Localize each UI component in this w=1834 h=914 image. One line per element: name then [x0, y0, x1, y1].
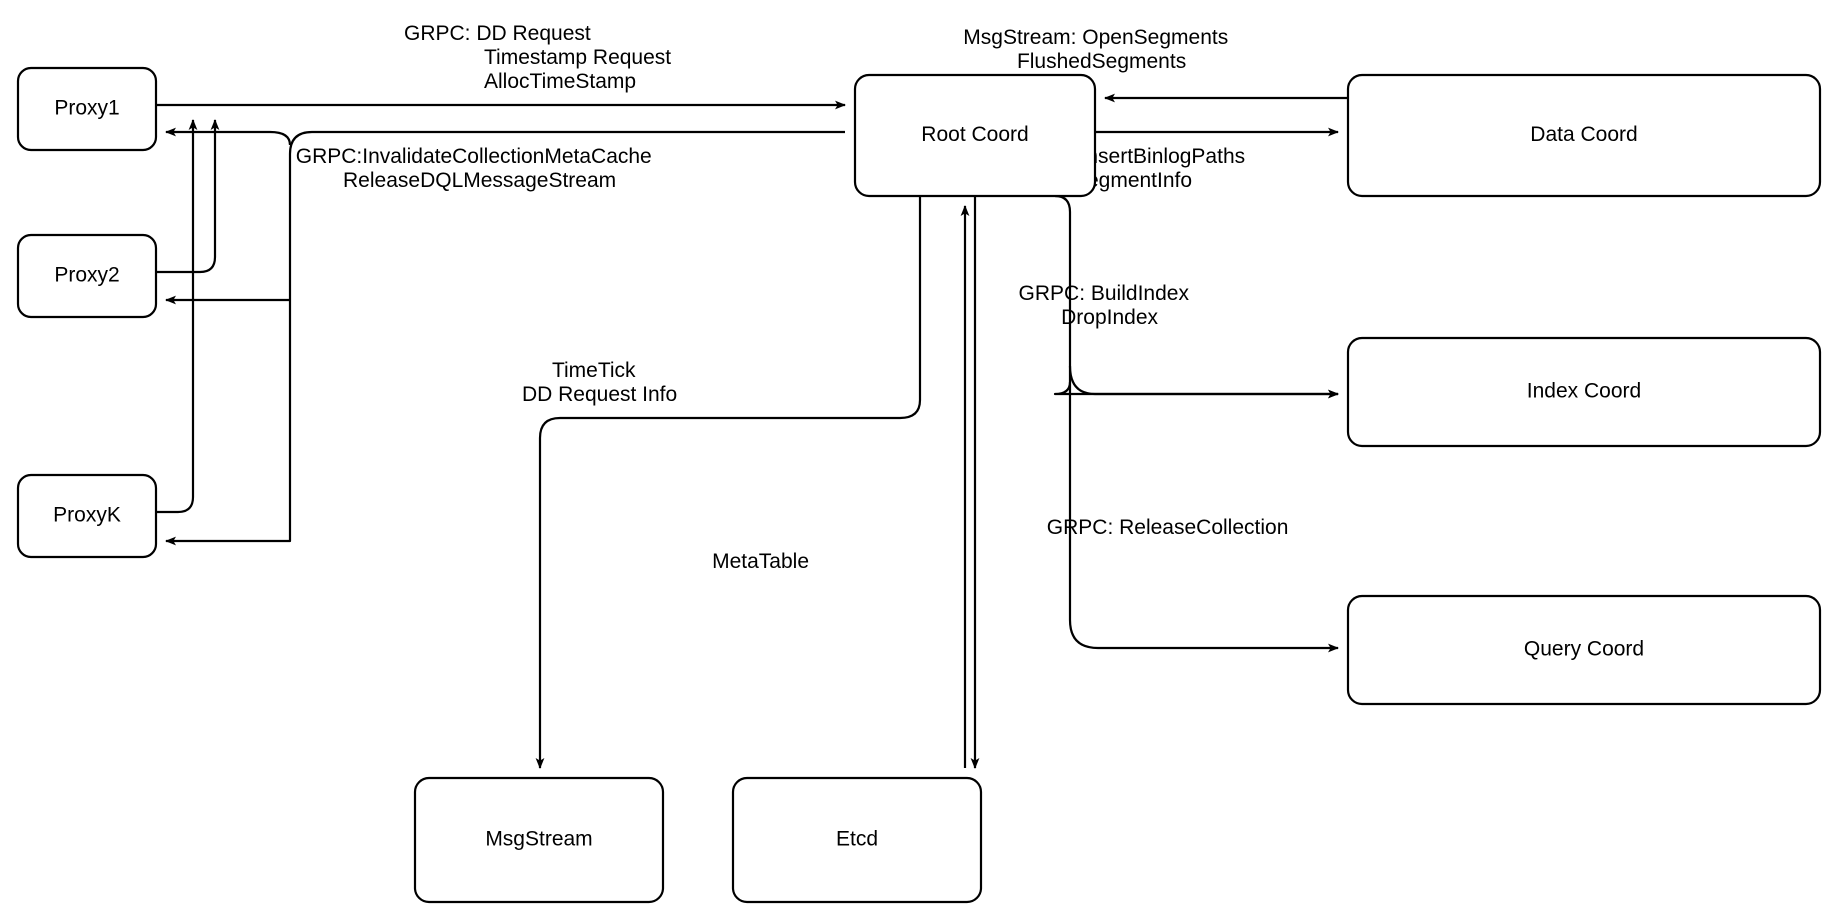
- edge-labels-layer: GRPC: DD Request Timestamp Request Alloc…: [0, 0, 1329, 573]
- edge-rootcoord-to-querycoord: [1068, 619, 1339, 653]
- node-datacoord-box[interactable]: [1346, 73, 1822, 198]
- node-etcd-label: Etcd: [836, 828, 878, 851]
- node-proxy1-box[interactable]: [16, 66, 158, 152]
- edges-layer: [156, 93, 1348, 769]
- edge-proxy2-riser: [156, 119, 220, 274]
- edge-label-rootcoord-to-querycoord: GRPC: ReleaseCollection: [0, 0, 1329, 539]
- edge-rootcoord-to-proxy1: [165, 127, 292, 146]
- edge-rootcoord-right-bus: [1054, 194, 1072, 620]
- node-proxy2[interactable]: Proxy2: [16, 233, 158, 319]
- edge-label-rootcoord-to-msgstream: TimeTick DD Request Info: [0, 0, 718, 406]
- node-msgstream-box[interactable]: [413, 776, 665, 904]
- edge-label-rootcoord-to-proxies: GRPC:InvalidateCollectionMetaCache Relea…: [0, 0, 704, 192]
- node-etcd[interactable]: Etcd: [731, 776, 983, 904]
- edge-rootcoord-to-msgstream: [535, 196, 922, 769]
- node-etcd-box[interactable]: [731, 776, 983, 904]
- node-msgstream-label: MsgStream: [485, 828, 592, 851]
- edge-label-rootcoord-to-indexcoord: GRPC: BuildIndex DropIndex: [0, 0, 1241, 329]
- node-querycoord-label: Query Coord: [1524, 638, 1644, 661]
- node-querycoord-box[interactable]: [1346, 594, 1822, 706]
- edge-rootcoord-to-proxy-bus: [288, 130, 845, 460]
- node-proxyk-label: ProxyK: [53, 504, 121, 527]
- node-proxyk-box[interactable]: [16, 473, 158, 559]
- node-msgstream[interactable]: MsgStream: [413, 776, 665, 904]
- node-rootcoord-box[interactable]: [853, 73, 1097, 198]
- edge-label-datacoord-to-rootcoord: MsgStream: OpenSegments FlushedSegments: [0, 0, 1281, 73]
- edge-rootcoord-to-proxyk: [165, 460, 292, 546]
- node-indexcoord[interactable]: Index Coord: [1346, 336, 1822, 448]
- node-proxy1[interactable]: Proxy1: [16, 66, 158, 152]
- node-proxy1-label: Proxy1: [54, 97, 119, 120]
- node-rootcoord[interactable]: Root Coord: [853, 73, 1097, 198]
- node-proxy2-box[interactable]: [16, 233, 158, 319]
- edge-proxyk-riser: [156, 119, 198, 514]
- node-indexcoord-box[interactable]: [1346, 336, 1822, 448]
- node-querycoord[interactable]: Query Coord: [1346, 594, 1822, 706]
- node-datacoord-label: Data Coord: [1530, 123, 1637, 146]
- node-indexcoord-label: Index Coord: [1527, 380, 1641, 403]
- node-proxy2-label: Proxy2: [54, 264, 119, 287]
- nodes-layer: Proxy1 Proxy2 ProxyK Root Coord Data Coo…: [16, 66, 1822, 904]
- node-rootcoord-label: Root Coord: [921, 123, 1028, 146]
- edge-rootcoord-to-indexcoord: [1053, 381, 1339, 399]
- edge-label-rootcoord-etcd: MetaTable: [0, 0, 850, 573]
- node-proxyk[interactable]: ProxyK: [16, 473, 158, 559]
- edge-indexcoord-branch: [1068, 365, 1339, 399]
- node-datacoord[interactable]: Data Coord: [1346, 73, 1822, 198]
- edge-label-proxy-to-rootcoord: GRPC: DD Request Timestamp Request Alloc…: [0, 0, 724, 93]
